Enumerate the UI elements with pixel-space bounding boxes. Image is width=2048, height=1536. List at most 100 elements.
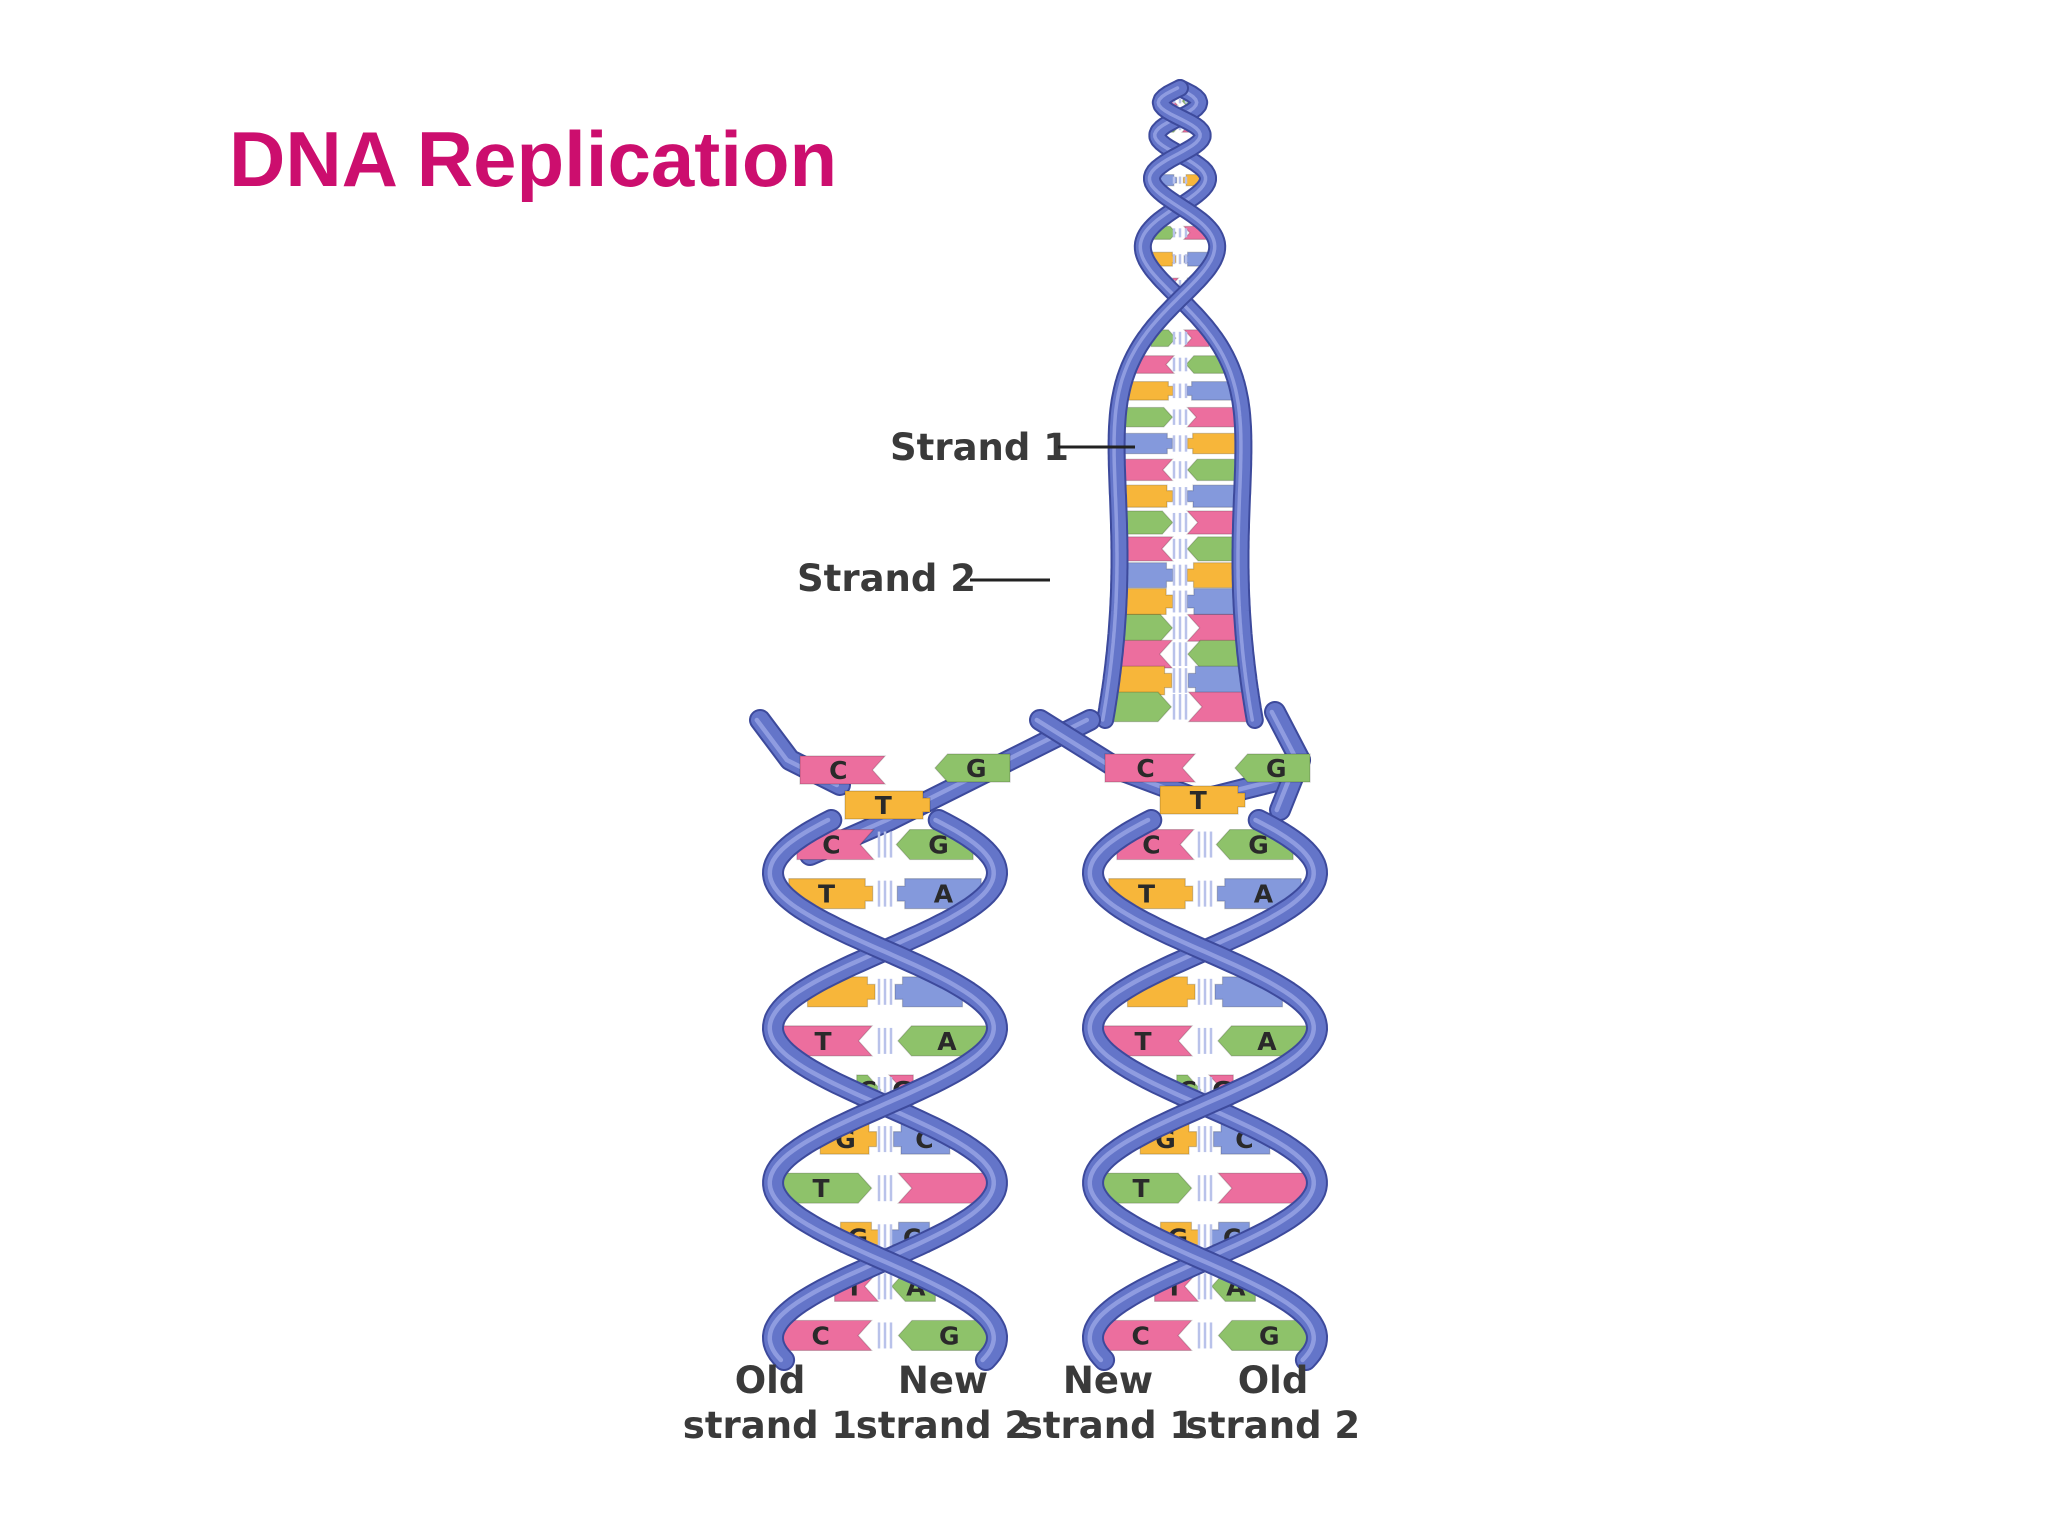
parent-base-pairs-pair-14-right	[1186, 458, 1238, 482]
right-daughter-base-pairs-pair-4-left-letter: T	[1134, 1027, 1151, 1056]
right-daughter-base-pairs-pair-10-right-letter: G	[1259, 1321, 1280, 1350]
parent-strand-1-highlight	[1138, 86, 1255, 722]
parent-base-pairs-pair-21	[1119, 639, 1241, 669]
new-strand-1-label-line1: New	[1063, 1359, 1153, 1402]
parent-base-pairs-pair-22	[1116, 665, 1244, 696]
old-strand-1-label-line1: Old	[735, 1359, 806, 1402]
parent-base-pairs-pair-17	[1124, 536, 1236, 562]
left-daughter-base-pairs-pair-1-right-letter: A	[934, 880, 954, 909]
parent-base-pairs-pair-19-right	[1186, 587, 1237, 616]
right-daughter-strand-b	[1082, 809, 1328, 1371]
parent-base-pairs-pair-12	[1123, 406, 1237, 428]
right-daughter-base-pairs-pair-7-left-letter: T	[1133, 1174, 1150, 1203]
parent-base-pairs-pair-13-left	[1121, 432, 1173, 455]
right-fork-base-c	[1104, 753, 1197, 783]
parent-base-pairs-pair-14-left	[1122, 458, 1174, 482]
parent-base-pairs-pair-20-left	[1122, 613, 1174, 642]
parent-base-pairs	[1112, 96, 1248, 723]
left-fork-base-g-letter: G	[966, 754, 987, 783]
parent-base-pairs-pair-21-left	[1119, 639, 1174, 669]
parent-base-pairs-pair-19	[1123, 587, 1237, 616]
parent-base-pairs-pair-11-left	[1127, 380, 1174, 401]
left-daughter-base-pairs-pair-10-left-letter: C	[812, 1321, 830, 1350]
parent-strand-1	[1133, 79, 1264, 729]
right-daughter-base-pairs-pair-0-right-letter: G	[1248, 831, 1269, 860]
left-daughter-strand-b-highlight	[767, 817, 996, 1363]
right-daughter-base-pairs-pair-4-right-letter: A	[1257, 1027, 1277, 1056]
parent-base-pairs-pair-16-right	[1185, 510, 1236, 535]
new-strand-2-label-line2: strand 2	[856, 1404, 1030, 1447]
parent-base-pairs-pair-21-right	[1187, 639, 1241, 669]
left-daughter-base-pairs-pair-4-left-letter: T	[814, 1027, 831, 1056]
old-strand-1-label-line2: strand 1	[683, 1404, 857, 1447]
parent-base-pairs-pair-23-left	[1112, 691, 1173, 723]
left-fork-base-g	[934, 753, 1011, 783]
parent-base-pairs-pair-3	[1157, 173, 1203, 187]
parent-base-pairs-pair-17-right	[1186, 536, 1236, 562]
left-fork-base-c-letter: C	[829, 756, 847, 785]
parent-base-pairs-pair-23-right	[1187, 691, 1248, 723]
parent-base-pairs-pair-12-right	[1186, 406, 1237, 428]
parent-base-pairs-pair-22-right	[1187, 665, 1244, 696]
right-daughter-base-pairs-pair-7: T	[1099, 1172, 1311, 1204]
strand-2-label-group: Strand 2	[797, 557, 1050, 600]
parent-base-pairs-pair-15-right	[1186, 484, 1237, 508]
parent-base-pairs-pair-11	[1127, 380, 1233, 401]
right-daughter-strand-a	[1082, 809, 1328, 1371]
parent-base-pairs-pair-6	[1151, 251, 1209, 267]
right-fork-loose-bases: CTG	[1104, 753, 1311, 815]
right-daughter-base-pairs-pair-0-left-letter: C	[1142, 831, 1160, 860]
strand-1-label: Strand 1	[890, 426, 1069, 469]
left-daughter-base-pairs-pair-0-left-letter: C	[822, 831, 840, 860]
right-daughter-strand-a-highlight	[1087, 817, 1316, 1363]
slide-title: DNA Replication	[229, 115, 838, 203]
parent-base-pairs-pair-14	[1122, 458, 1238, 482]
parent-base-pairs-pair-13-right	[1187, 432, 1239, 455]
parent-base-pairs-pair-11-right	[1186, 380, 1233, 401]
right-fork-base-g	[1234, 753, 1311, 783]
parent-base-pairs-pair-19-left	[1123, 587, 1174, 616]
right-fork-base-t	[1159, 785, 1246, 815]
right-fork-base-g-letter: G	[1266, 754, 1287, 783]
new-strand-2-label-line1: New	[898, 1359, 988, 1402]
left-fork-loose-bases: CT G	[799, 753, 1011, 820]
parent-strand-2	[1096, 79, 1227, 729]
parent-base-pairs-pair-12-left	[1123, 406, 1174, 428]
strand-1-label-group: Strand 1	[890, 426, 1135, 469]
left-fork-base-t-letter: T	[875, 791, 892, 820]
left-daughter-strand-b	[762, 809, 1008, 1371]
parent-base-pairs-pair-13	[1121, 432, 1239, 455]
parent-base-pairs-pair-18-right	[1186, 562, 1236, 589]
strand-2-label: Strand 2	[797, 557, 976, 600]
left-daughter-base-pairs-pair-10-right-letter: G	[939, 1321, 960, 1350]
parent-base-pairs-pair-18-left	[1124, 562, 1174, 589]
parent-base-pairs-pair-15-left	[1123, 484, 1174, 508]
right-daughter-base-pairs-pair-10-left-letter: C	[1132, 1321, 1150, 1350]
left-daughter-base-pairs-pair-1-left-letter: T	[818, 880, 835, 909]
right-fork-base-t-letter: T	[1190, 786, 1207, 815]
right-daughter-base-pairs-pair-7-right	[1217, 1172, 1311, 1204]
old-strand-2-label-line2: strand 2	[1186, 1404, 1360, 1447]
right-daughter-base-pairs-pair-1-right-letter: A	[1254, 880, 1274, 909]
left-daughter-base-pairs-pair-0-right-letter: G	[928, 831, 949, 860]
left-fork-base-c	[799, 755, 887, 785]
new-strand-1-label-line2: strand 1	[1021, 1404, 1195, 1447]
parent-base-pairs-pair-15	[1123, 484, 1237, 508]
left-fork-base-t	[844, 790, 931, 820]
left-daughter-base-pairs-pair-7-left-letter: T	[813, 1174, 830, 1203]
right-daughter-strand-b-highlight	[1087, 817, 1316, 1363]
parent-base-pairs-pair-20	[1122, 613, 1238, 642]
right-daughter-base-pairs-pair-1-left-letter: T	[1138, 880, 1155, 909]
parent-base-pairs-pair-20-right	[1186, 613, 1238, 642]
old-strand-2-label-line1: Old	[1238, 1359, 1309, 1402]
parent-base-pairs-pair-16-left	[1124, 510, 1174, 535]
parent-base-pairs-pair-22-left	[1116, 665, 1173, 696]
left-daughter-base-pairs-pair-7-right	[897, 1172, 991, 1204]
